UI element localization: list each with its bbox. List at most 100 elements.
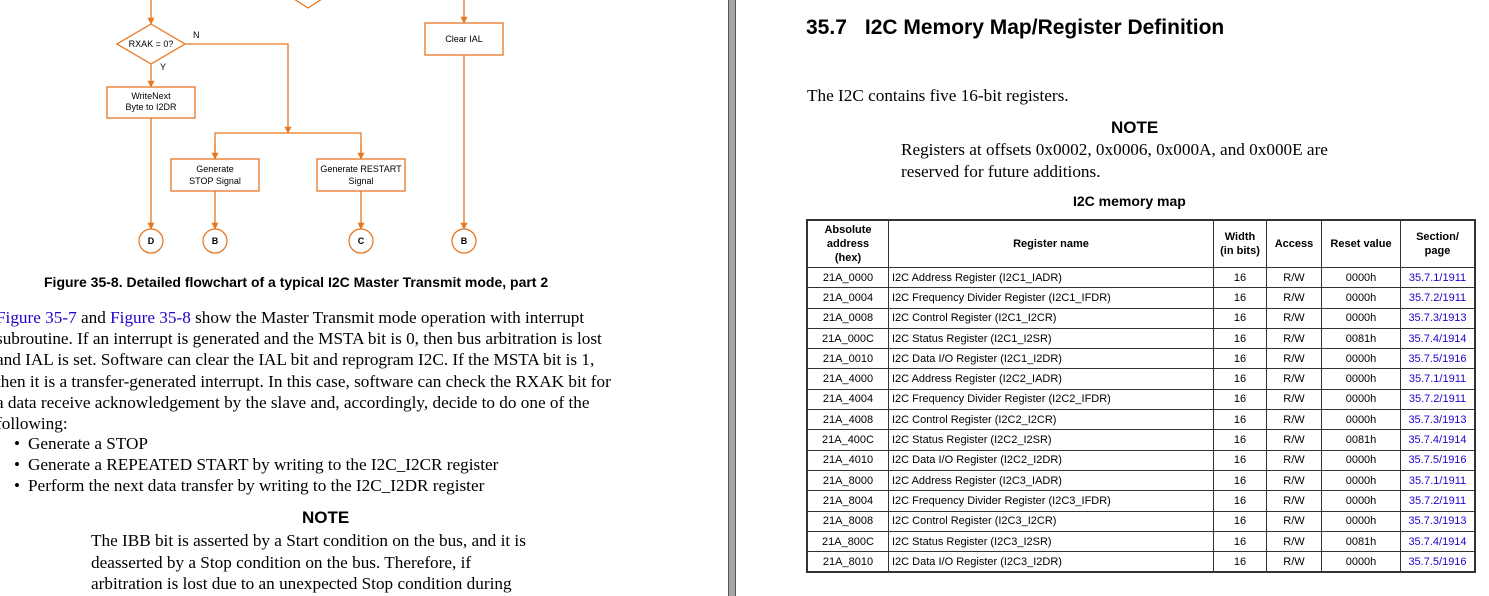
- cell-register-name: I2C Status Register (I2C3_I2SR): [888, 530, 1214, 553]
- cell-width: 16: [1213, 469, 1267, 492]
- header-section-page: Section/page: [1400, 219, 1476, 268]
- connector-d-label: D: [148, 236, 155, 246]
- table-title: I2C memory map: [1073, 193, 1186, 209]
- bullet-list: Generate a STOP Generate a REPEATED STAR…: [14, 433, 498, 496]
- paragraph-line: then it is a transfer-generated interrup…: [0, 371, 611, 391]
- cell-register-name: I2C Data I/O Register (I2C1_I2DR): [888, 348, 1214, 370]
- figure-link-35-7[interactable]: Figure 35-7: [0, 308, 77, 327]
- cell-section-link[interactable]: 35.7.2/1911: [1400, 490, 1476, 512]
- flow-arrow-n: [185, 43, 292, 134]
- box-restart-label-1: Generate RESTART: [320, 164, 402, 174]
- cell-address: 21A_000C: [806, 327, 889, 350]
- cell-access: R/W: [1266, 368, 1322, 390]
- cell-width: 16: [1213, 368, 1267, 390]
- cell-reset-value: 0000h: [1321, 348, 1401, 370]
- cell-section-link[interactable]: 35.7.5/1916: [1400, 348, 1476, 370]
- cell-section-link[interactable]: 35.7.2/1911: [1400, 388, 1476, 411]
- note-title: NOTE: [1111, 118, 1159, 137]
- cell-reset-value: 0000h: [1321, 490, 1401, 512]
- cell-width: 16: [1213, 307, 1267, 329]
- flow-split: [214, 132, 362, 159]
- cell-reset-value: 0000h: [1321, 551, 1401, 573]
- cell-section-link[interactable]: 35.7.4/1914: [1400, 429, 1476, 451]
- branch-n-label: N: [193, 30, 200, 40]
- cell-reset-value: 0000h: [1321, 449, 1401, 471]
- cell-register-name: I2C Frequency Divider Register (I2C2_IFD…: [888, 388, 1214, 411]
- connector-d-shape: [138, 228, 164, 254]
- cell-register-name: I2C Address Register (I2C2_IADR): [888, 368, 1214, 390]
- cell-section-link[interactable]: 35.7.2/1911: [1400, 287, 1476, 309]
- cell-width: 16: [1213, 449, 1267, 471]
- cell-reset-value: 0000h: [1321, 266, 1401, 289]
- cell-address: 21A_0008: [806, 307, 889, 329]
- cell-section-link[interactable]: 35.7.1/1911: [1400, 469, 1476, 492]
- cell-access: R/W: [1266, 469, 1322, 492]
- paragraph-line: following:: [0, 414, 68, 434]
- cell-register-name: I2C Control Register (I2C1_I2CR): [888, 307, 1214, 329]
- cell-width: 16: [1213, 429, 1267, 451]
- cell-access: R/W: [1266, 551, 1322, 573]
- cell-width: 16: [1213, 409, 1267, 431]
- cell-section-link[interactable]: 35.7.3/1913: [1400, 307, 1476, 329]
- cell-register-name: I2C Data I/O Register (I2C3_I2DR): [888, 551, 1214, 573]
- cell-register-name: I2C Status Register (I2C2_I2SR): [888, 429, 1214, 451]
- paragraph-text: and: [76, 308, 111, 327]
- cell-reset-value: 0000h: [1321, 287, 1401, 309]
- cell-reset-value: 0000h: [1321, 409, 1401, 431]
- connector-b2-label: B: [461, 236, 468, 246]
- cell-section-link[interactable]: 35.7.1/1911: [1400, 368, 1476, 390]
- cell-width: 16: [1213, 551, 1267, 573]
- bullet-item: Perform the next data transfer by writin…: [14, 475, 498, 496]
- cell-register-name: I2C Frequency Divider Register (I2C1_IFD…: [888, 287, 1214, 309]
- cell-access: R/W: [1266, 530, 1322, 553]
- cell-address: 21A_400C: [806, 429, 889, 451]
- figure-link-35-8[interactable]: Figure 35-8: [110, 308, 191, 327]
- cell-address: 21A_4004: [806, 388, 889, 411]
- cell-register-name: I2C Address Register (I2C1_IADR): [888, 266, 1214, 289]
- cell-width: 16: [1213, 327, 1267, 350]
- box-write-next-label-2: Byte to I2DR: [125, 102, 177, 112]
- header-width: Width(in bits): [1213, 219, 1267, 268]
- cell-access: R/W: [1266, 287, 1322, 309]
- cell-section-link[interactable]: 35.7.5/1916: [1400, 449, 1476, 471]
- cell-section-link[interactable]: 35.7.3/1913: [1400, 510, 1476, 532]
- connector-b2-shape: [451, 228, 477, 254]
- box-stop-label-2: STOP Signal: [189, 176, 241, 186]
- cell-access: R/W: [1266, 266, 1322, 289]
- cell-reset-value: 0081h: [1321, 530, 1401, 553]
- cell-register-name: I2C Control Register (I2C3_I2CR): [888, 510, 1214, 532]
- cell-register-name: I2C Frequency Divider Register (I2C3_IFD…: [888, 490, 1214, 512]
- cell-width: 16: [1213, 287, 1267, 309]
- cell-width: 16: [1213, 348, 1267, 370]
- cell-register-name: I2C Address Register (I2C3_IADR): [888, 469, 1214, 492]
- figure-caption: Figure 35-8. Detailed flowchart of a typ…: [44, 274, 549, 290]
- cell-register-name: I2C Status Register (I2C1_I2SR): [888, 327, 1214, 350]
- cell-section-link[interactable]: 35.7.4/1914: [1400, 327, 1476, 350]
- paragraph-line: subroutine. If an interrupt is generated…: [0, 329, 602, 349]
- cell-access: R/W: [1266, 510, 1322, 532]
- cell-section-link[interactable]: 35.7.5/1916: [1400, 551, 1476, 573]
- cell-section-link[interactable]: 35.7.4/1914: [1400, 530, 1476, 553]
- cell-access: R/W: [1266, 307, 1322, 329]
- cell-reset-value: 0000h: [1321, 388, 1401, 411]
- note-line: reserved for future additions.: [901, 161, 1101, 181]
- cell-section-link[interactable]: 35.7.3/1913: [1400, 409, 1476, 431]
- cell-address: 21A_8010: [806, 551, 889, 573]
- cell-access: R/W: [1266, 388, 1322, 411]
- note-line: The IBB bit is asserted by a Start condi…: [91, 531, 526, 550]
- cell-register-name: I2C Data I/O Register (I2C2_I2DR): [888, 449, 1214, 471]
- cell-access: R/W: [1266, 348, 1322, 370]
- cell-section-link[interactable]: 35.7.1/1911: [1400, 266, 1476, 289]
